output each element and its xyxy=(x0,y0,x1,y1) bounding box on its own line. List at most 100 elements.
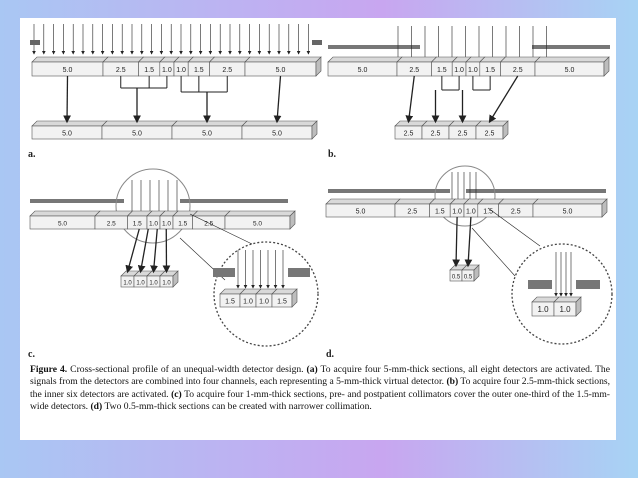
panel-a-detector-top-7 xyxy=(244,56,322,63)
panel-d-detector-cell-label-1: 2.5 xyxy=(407,209,417,216)
panel-c-output-cell-label-1: 1.0 xyxy=(136,281,145,287)
panel-d-label: d. xyxy=(326,349,335,360)
panel-b-detector-cell-label-1: 2.5 xyxy=(409,67,419,74)
panel-c-detector-side xyxy=(289,210,296,230)
panel-d-detector-cell-label-6: 2.5 xyxy=(511,209,521,216)
panel-b-detector-side xyxy=(603,56,610,77)
panel-c-detector-cell-label-5: 1.5 xyxy=(178,221,187,228)
panel-a-label: a. xyxy=(28,149,36,160)
panel-d-channel-1 xyxy=(452,216,461,268)
panel-a-detector-cell-label-5: 1.5 xyxy=(194,67,204,74)
caption-a-label: (a) xyxy=(306,364,318,375)
panel-c-detector-top-1 xyxy=(94,210,134,217)
panel-b-output-cell-label-1: 2.5 xyxy=(431,131,441,138)
panel-c-zoom-right-collimator xyxy=(288,268,310,277)
panel-c-left-collimator xyxy=(30,199,124,203)
panel-b-output-top-0 xyxy=(394,120,428,127)
panel-d-detector-top-7 xyxy=(532,198,608,205)
panel-b-detector-cell-label-2: 1.5 xyxy=(437,67,447,74)
panel-c-output-cell-label-0: 1.0 xyxy=(123,281,132,287)
panel-c-detector-top-0 xyxy=(29,210,101,217)
panel-b-detector-cell-label-7: 5.0 xyxy=(565,67,575,74)
panel-d-zoom-origin xyxy=(434,165,496,227)
panel-b-detector-cell-label-6: 2.5 xyxy=(513,67,523,74)
panel-c-detector-cell-label-7: 5.0 xyxy=(253,221,262,228)
panel-c-zoom-detector-side xyxy=(291,288,298,308)
panel-d-output-cell-label-0: 0.5 xyxy=(452,275,461,281)
panel-b-detector-cell-label-4: 1.0 xyxy=(468,67,478,74)
panel-a-detector-cell-label-4: 1.0 xyxy=(176,67,186,74)
panel-a-output-top-1 xyxy=(101,120,178,127)
panel-c-output-cell-label-3: 1.0 xyxy=(162,281,171,287)
panel-c-detector-cell-label-2: 1.5 xyxy=(133,221,142,228)
panel-c-channel-0 xyxy=(125,228,140,274)
panel-d-right-collimator xyxy=(466,189,606,193)
panel-c-zoom-circle xyxy=(213,241,319,347)
caption-b-text: To acquire four 2.5-mm-thick sections, t… xyxy=(30,376,611,400)
panel-a-output-cell-label-2: 5.0 xyxy=(202,131,212,138)
panel-d-detector-top-6 xyxy=(497,198,539,205)
panel-a-output-top-3 xyxy=(241,120,318,127)
panel-c-zoom-detector-cell-label-2: 1.0 xyxy=(259,299,269,306)
panel-d-zoom-detector-cell-label-1: 1.0 xyxy=(559,305,571,314)
panel-d-detector-top-0 xyxy=(325,198,401,205)
panel-b-output-top-3 xyxy=(475,120,509,127)
panel-d-zoom-right-collimator xyxy=(576,280,600,289)
panel-a-output-top-2 xyxy=(171,120,248,127)
panel-a-detector-top-1 xyxy=(102,56,145,63)
panel-c-zoom-detector-cell-label-1: 1.0 xyxy=(243,299,253,306)
panel-b-left-collimator xyxy=(328,45,420,49)
panel-b-output-cell-label-2: 2.5 xyxy=(458,131,468,138)
panel-a-output-cell-label-3: 5.0 xyxy=(272,131,282,138)
panel-c-zoom-origin xyxy=(115,168,191,244)
panel-d-detector-cell-label-0: 5.0 xyxy=(356,209,366,216)
panel-b-right-collimator xyxy=(532,45,610,49)
panel-c-zoom-detector-cell-label-0: 1.5 xyxy=(225,299,235,306)
panel-a-detector-cell-label-2: 1.5 xyxy=(144,67,154,74)
caption-d-label: (d) xyxy=(90,400,103,412)
caption-c-text: To acquire four 1-mm-thick sections, pre… xyxy=(30,388,610,412)
panel-a-detector-cell-label-7: 5.0 xyxy=(276,67,286,74)
panel-b-output-side xyxy=(502,120,509,140)
panel-c-zoom-guide xyxy=(189,213,253,245)
panel-d-zoom-left-collimator xyxy=(528,280,552,289)
panel-d-left-collimator xyxy=(328,189,450,193)
panel-a-right-collimator xyxy=(312,40,322,45)
figure-caption: Figure 4. Cross-sectional profile of an … xyxy=(30,364,610,413)
panel-a-detector-cell-label-0: 5.0 xyxy=(63,67,73,74)
panel-a-channel-4 xyxy=(273,75,282,124)
panel-a-detector-cell-label-6: 2.5 xyxy=(222,67,232,74)
panel-c-detector-top-6 xyxy=(191,210,231,217)
panel-d-detector-top-1 xyxy=(394,198,436,205)
slide-card: 5.0 2.5 1.5 1.0 1.0 1.5 2.5 5.0 5.0 5.0 5.0 5.0 5.0 2… xyxy=(20,18,616,440)
caption-c-label: (c) xyxy=(171,388,182,400)
panel-b-detector-top-6 xyxy=(499,56,541,63)
panel-b-detector-cell-label-5: 1.5 xyxy=(485,67,495,74)
panel-a-output-top-0 xyxy=(31,120,108,127)
panel-d-detector-side xyxy=(601,198,608,218)
panel-b-channel-4 xyxy=(488,75,519,124)
panel-c-output-cell-label-2: 1.0 xyxy=(149,281,158,287)
panel-d-detector-cell-label-7: 5.0 xyxy=(563,209,573,216)
panel-b-output-top-2 xyxy=(448,120,482,127)
caption-a-text: To acquire four 5-mm-thick sections, all… xyxy=(30,364,610,388)
panel-d-detector-cell-label-2: 1.5 xyxy=(435,209,445,216)
panel-c-detector-cell-label-1: 2.5 xyxy=(107,221,116,228)
panel-b-output-cell-label-3: 2.5 xyxy=(485,131,495,138)
panel-c-detector-top-7 xyxy=(224,210,296,217)
caption-d-text: Two 0.5-mm-thick sections can be created… xyxy=(104,400,372,412)
caption-figure-label: Figure 4. xyxy=(30,364,68,375)
panel-a-output-side xyxy=(311,120,318,140)
panel-c-detector-cell-label-6: 2.5 xyxy=(204,221,213,228)
panel-c-detector-cell-label-4: 1.0 xyxy=(162,221,171,228)
panel-b-label: b. xyxy=(328,149,337,160)
panel-c-output-side xyxy=(172,270,179,288)
panel-c-label: c. xyxy=(28,349,35,360)
panel-a-detector-side xyxy=(315,56,322,77)
panel-b-channel-1 xyxy=(405,75,415,124)
panel-b-detector-top-0 xyxy=(327,56,403,63)
panel-a-detector-cell-label-1: 2.5 xyxy=(116,67,126,74)
panel-b-output-top-1 xyxy=(421,120,455,127)
panel-d-zoom-guide xyxy=(487,207,541,247)
panel-c-channel-2 xyxy=(150,228,158,274)
